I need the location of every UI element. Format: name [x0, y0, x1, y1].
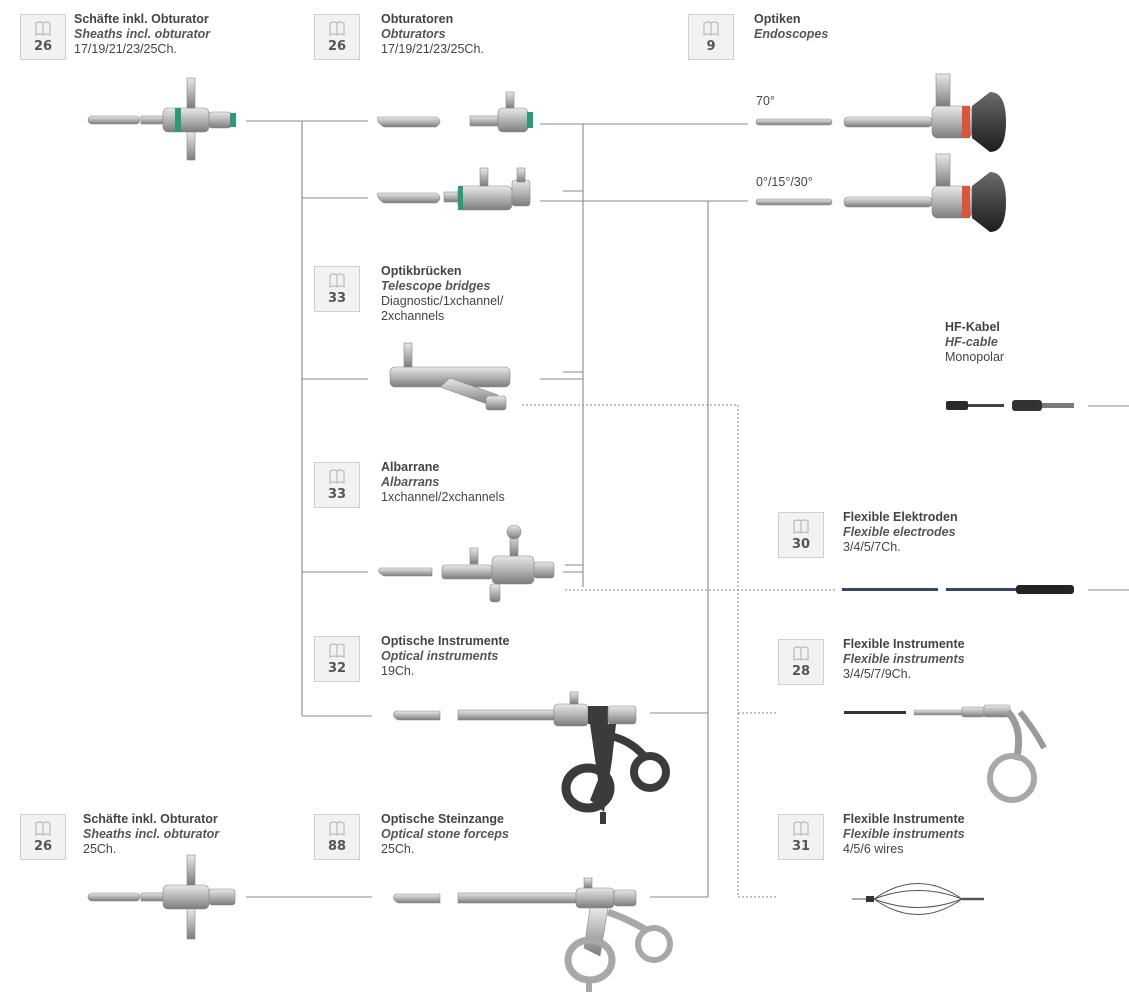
book-icon — [329, 273, 345, 288]
catalog-page-number: 30 — [791, 537, 811, 552]
category-info: 3/4/5/7Ch. — [843, 540, 901, 554]
category-info: 1xchannel/2xchannels — [381, 490, 505, 504]
category-title-de: Schäfte inkl. Obturator — [74, 12, 209, 26]
flexible-dotted-lines — [522, 404, 836, 898]
catalog-page-number: 9 — [706, 39, 716, 54]
albarran-instrument — [378, 524, 555, 603]
catalog-page-number: 33 — [327, 291, 347, 306]
category-info: 25Ch. — [381, 842, 415, 856]
category-info: 25Ch. — [83, 842, 117, 856]
flexible-electrode-instrument — [842, 585, 1074, 594]
sheath-top-instrument — [87, 77, 236, 161]
category-info: 17/19/21/23/25Ch. — [74, 42, 177, 56]
catalog-page-badge: 26 — [20, 14, 66, 60]
category-title-en: Flexible instruments — [843, 652, 965, 666]
catalog-page-number: 26 — [33, 39, 53, 54]
category-title-de: Optikbrücken — [381, 264, 462, 278]
angle-label-70: 70° — [756, 94, 775, 108]
book-icon — [329, 821, 345, 836]
category-info: Diagnostic/1xchannel/ — [381, 294, 504, 308]
category-title-de: Optische Instrumente — [381, 634, 510, 648]
book-icon — [793, 821, 809, 836]
category-info: 3/4/5/7/9Ch. — [843, 667, 912, 681]
category-title-de: Schäfte inkl. Obturator — [83, 812, 218, 826]
category-title-de: Obturatoren — [381, 12, 454, 26]
book-icon — [793, 646, 809, 661]
catalog-page-number: 33 — [327, 487, 347, 502]
catalog-page-number: 28 — [791, 664, 811, 679]
category-info: 17/19/21/23/25Ch. — [381, 42, 484, 56]
category-title-en: Flexible instruments — [843, 827, 965, 841]
catalog-page-number: 26 — [327, 39, 347, 54]
angle-label-0-15-30: 0°/15°/30° — [756, 175, 813, 189]
category-title-en: Endoscopes — [754, 27, 829, 41]
catalog-page-badge: 9 — [688, 14, 734, 60]
optical-instrument — [393, 691, 670, 824]
category-title-en: Albarrans — [381, 475, 440, 489]
catalog-page-badge: 28 — [778, 639, 824, 685]
book-icon — [329, 643, 345, 658]
category-title-en: Telescope bridges — [381, 279, 491, 293]
catalog-page-badge: 30 — [778, 512, 824, 558]
category-title-de: Flexible Elektroden — [843, 510, 958, 524]
obturator-instrument-1 — [377, 91, 533, 133]
category-title-de: HF-Kabel — [945, 320, 1000, 334]
catalog-page-badge: 31 — [778, 814, 824, 860]
category-info: Monopolar — [945, 350, 1005, 364]
category-title-de: Flexible Instrumente — [843, 812, 965, 826]
hf-cable-instrument — [946, 400, 1074, 411]
obturator-instrument-2 — [377, 167, 531, 211]
category-title-en: Flexible electrodes — [843, 525, 956, 539]
telescope-bridge-instrument — [389, 342, 511, 411]
catalog-page-badge: 88 — [314, 814, 360, 860]
book-icon — [35, 21, 51, 36]
connector-lines — [246, 120, 1129, 898]
wire-basket-instrument — [852, 883, 984, 915]
category-title-en: Obturators — [381, 27, 446, 41]
optical-stone-forceps-instrument — [393, 877, 673, 992]
book-icon — [329, 21, 345, 36]
category-info: 4/5/6 wires — [843, 842, 904, 856]
category-title-de: Flexible Instrumente — [843, 637, 965, 651]
catalog-page-badge: 32 — [314, 636, 360, 682]
category-info: 19Ch. — [381, 664, 415, 678]
book-icon — [329, 469, 345, 484]
category-title-en: HF-cable — [945, 335, 998, 349]
catalog-page-number: 31 — [791, 839, 811, 854]
flexible-instrument-1 — [844, 704, 1047, 803]
catalog-page-number: 88 — [327, 839, 347, 854]
endoscope-70-instrument — [755, 73, 1006, 152]
category-title-de: Albarrane — [381, 460, 440, 474]
category-title-en: Optical stone forceps — [381, 827, 509, 841]
category-title-de: Optiken — [754, 12, 801, 26]
book-icon — [35, 821, 51, 836]
catalog-page-number: 32 — [327, 661, 347, 676]
book-icon — [793, 519, 809, 534]
catalog-page-badge: 33 — [314, 462, 360, 508]
catalog-page-number: 26 — [33, 839, 53, 854]
endoscope-0-15-30-instrument — [755, 153, 1006, 232]
category-title-en: Sheaths incl. obturator — [83, 827, 220, 841]
catalog-page-badge: 33 — [314, 266, 360, 312]
category-info-line2: 2xchannels — [381, 309, 445, 323]
category-title-de: Optische Steinzange — [381, 812, 504, 826]
book-icon — [703, 21, 719, 36]
category-title-en: Sheaths incl. obturator — [74, 27, 211, 41]
category-title-en: Optical instruments — [381, 649, 499, 663]
catalog-page-badge: 26 — [314, 14, 360, 60]
catalog-page-badge: 26 — [20, 814, 66, 860]
sheath-bottom-instrument — [87, 854, 236, 940]
